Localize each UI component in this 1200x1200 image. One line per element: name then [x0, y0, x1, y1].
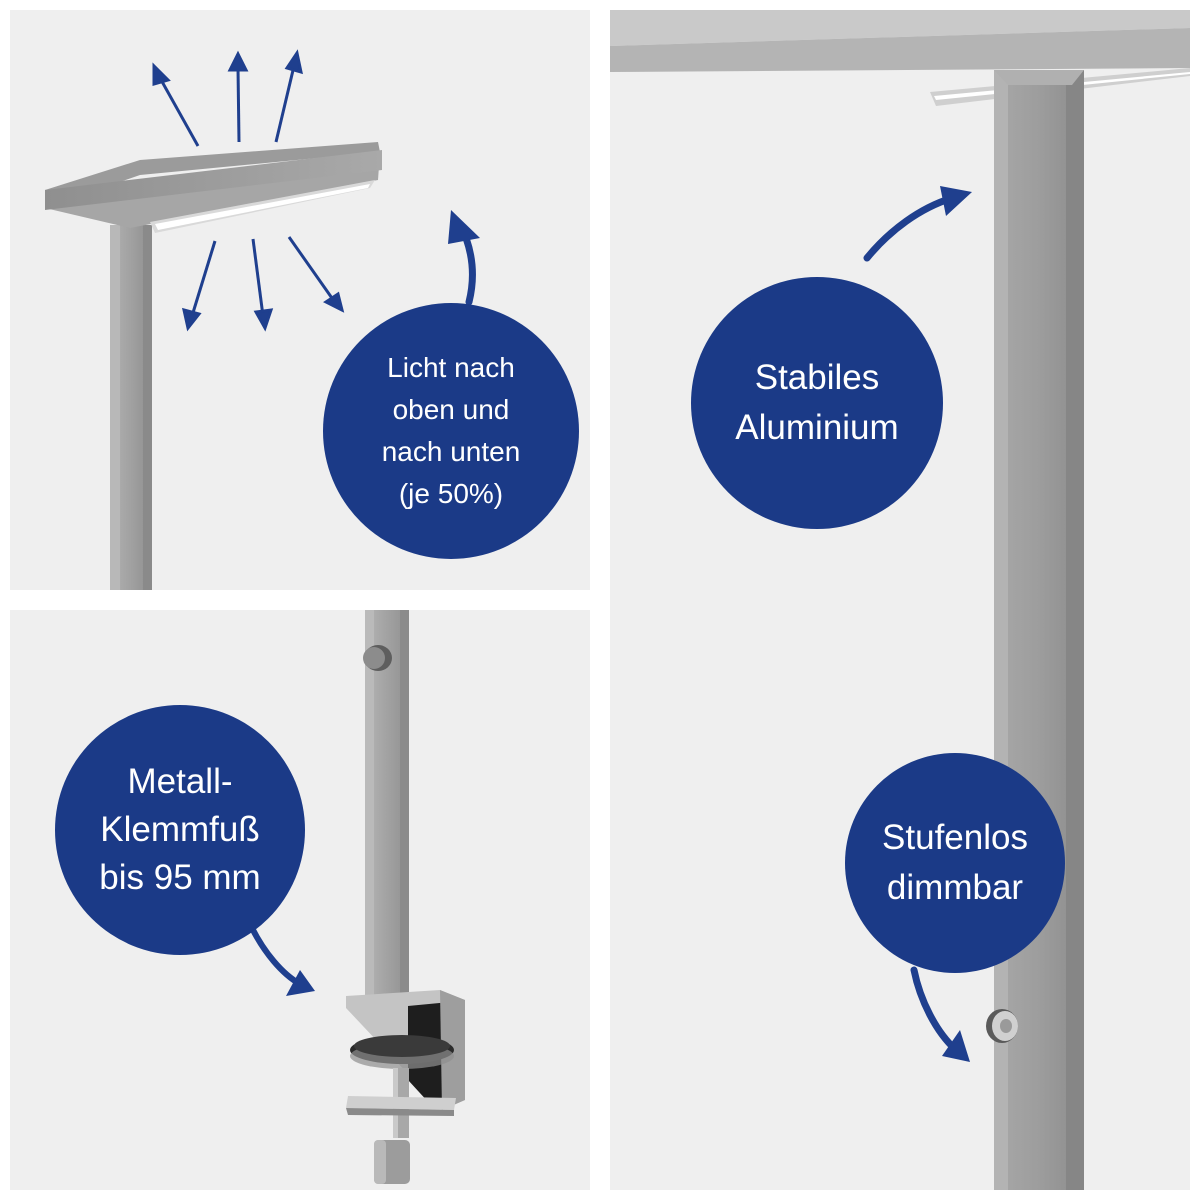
badge-text: Licht nach [387, 352, 515, 383]
curved-arrow-icon [448, 210, 480, 306]
panel-pole: Stabiles Aluminium Stufenlos dimmbar [610, 10, 1190, 1190]
badge-text: nach unten [381, 436, 521, 467]
clamp-body [346, 990, 465, 1184]
badge-dimming: Stufenlos dimmbar [845, 753, 1065, 973]
clamp-illustration [249, 610, 465, 1184]
badge-text: oben und [392, 394, 510, 425]
badge-clamp: Metall- Klemmfuß bis 95 mm [55, 705, 305, 955]
arrow-up-icon [152, 49, 303, 147]
dimmer-knob-icon [986, 1009, 1018, 1043]
badge-text: Klemmfuß [100, 810, 260, 849]
badge-light-direction: Licht nach oben und nach unten (je 50%) [323, 303, 579, 559]
knob-icon [363, 645, 392, 671]
arrow-down-icon [181, 236, 345, 332]
badge-material: Stabiles Aluminium [691, 277, 943, 529]
pole-illustration [610, 10, 1190, 1190]
lamp-head [610, 10, 1190, 106]
curved-arrow-icon [910, 966, 970, 1062]
badge-text: Metall- [127, 762, 233, 801]
lamp-head-illustration [45, 49, 480, 590]
badge-text: dimmbar [886, 868, 1024, 907]
badge-text: Stabiles [754, 358, 880, 397]
curved-arrow-icon [249, 925, 315, 996]
clamp-pole [365, 610, 409, 995]
lamp-head [45, 142, 382, 233]
badge-text: bis 95 mm [99, 858, 261, 897]
badge-text: (je 50%) [398, 478, 504, 509]
panel-clamp: Metall- Klemmfuß bis 95 mm [10, 610, 590, 1190]
lamp-pole [110, 225, 152, 590]
curved-arrow-icon [863, 186, 972, 262]
panel-light-direction: Licht nach oben und nach unten (je 50%) [10, 10, 590, 590]
badge-text: Aluminium [735, 408, 899, 447]
badge-text: Stufenlos [882, 818, 1028, 857]
